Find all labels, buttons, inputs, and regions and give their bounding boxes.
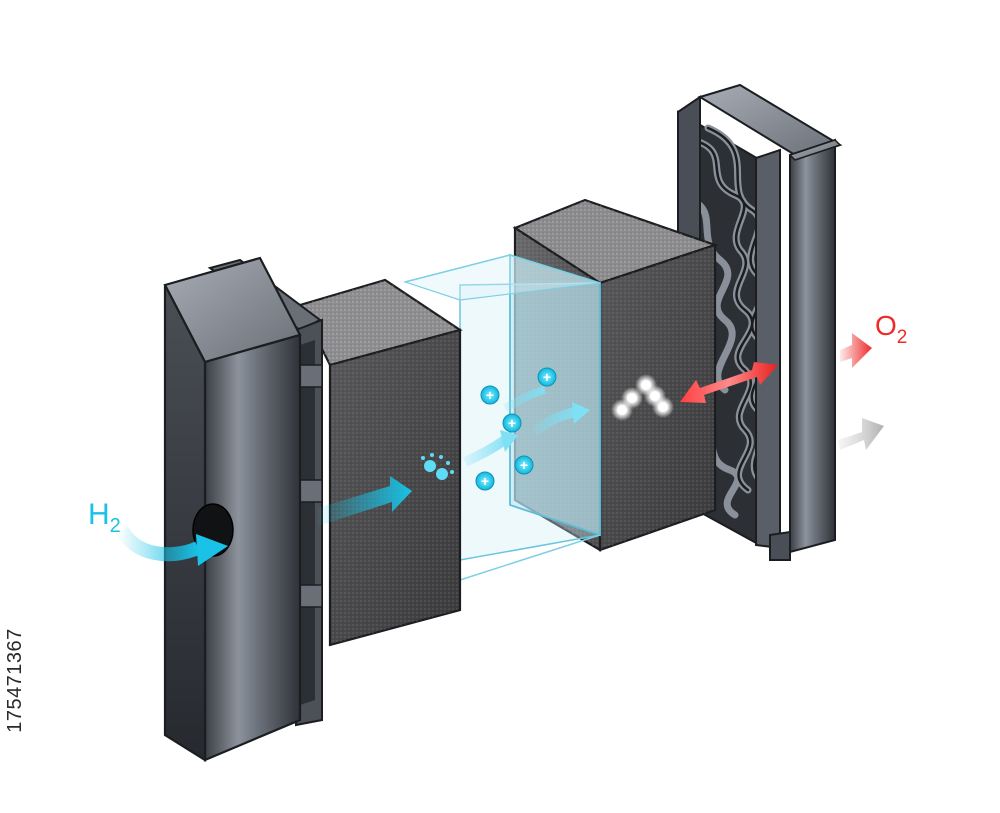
proton-sign: + bbox=[543, 369, 551, 385]
hydrogen-label: H2 bbox=[88, 498, 121, 537]
anode-bipolar-plate bbox=[165, 258, 322, 760]
proton-icon: + bbox=[538, 368, 556, 386]
proton-sign: + bbox=[486, 387, 494, 403]
anode-electrode bbox=[300, 280, 460, 645]
proton-sign: + bbox=[520, 457, 528, 473]
water-outlet-arrow bbox=[838, 418, 884, 450]
stock-id-label: 175471367 bbox=[2, 560, 28, 800]
proton-icon: + bbox=[503, 414, 521, 432]
proton-icon: + bbox=[476, 472, 494, 490]
proton-icon: + bbox=[481, 386, 499, 404]
proton-sign: + bbox=[481, 473, 489, 489]
proton-sign: + bbox=[508, 415, 516, 431]
oxygen-label: O2 bbox=[875, 310, 907, 348]
proton-icon: + bbox=[515, 456, 533, 474]
oxygen-outlet-arrow bbox=[840, 333, 872, 368]
